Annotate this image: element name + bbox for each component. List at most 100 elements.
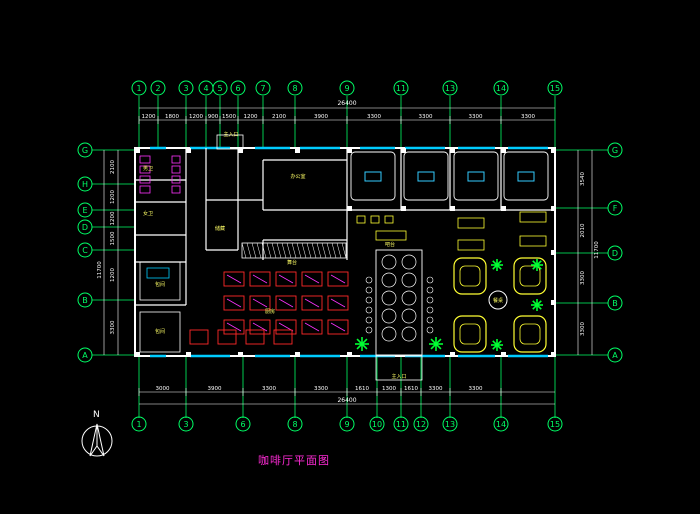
counter-hatch bbox=[296, 242, 302, 259]
stool bbox=[426, 316, 434, 324]
grid-bubble-bottom bbox=[339, 416, 355, 432]
structural-column bbox=[450, 206, 455, 211]
grid-bubble-left bbox=[77, 347, 93, 363]
dim-left: 1200 bbox=[110, 211, 116, 225]
counter-hatch bbox=[311, 242, 317, 259]
table-mark bbox=[304, 274, 320, 284]
lounge-cushion bbox=[459, 265, 481, 287]
center-bar bbox=[375, 249, 423, 356]
grid-bubble-right bbox=[607, 200, 623, 216]
grid-label-bottom: 14 bbox=[496, 420, 506, 429]
lounge-cushion bbox=[519, 323, 541, 345]
table-mark bbox=[278, 298, 294, 308]
grid-label-bottom: 9 bbox=[344, 420, 349, 429]
counter-hatch bbox=[336, 242, 342, 259]
toilet-fixture bbox=[139, 165, 151, 174]
grid-label-bottom: 15 bbox=[550, 420, 560, 429]
dining-table bbox=[223, 295, 245, 311]
table-mark bbox=[304, 298, 320, 308]
dining-table bbox=[273, 329, 293, 345]
plant-icon bbox=[491, 339, 503, 351]
grid-bubble-top bbox=[393, 80, 409, 96]
grid-label-left: D bbox=[82, 223, 88, 232]
booth-table bbox=[364, 171, 382, 182]
counter-hatch bbox=[291, 242, 297, 259]
grid-label-bottom: 13 bbox=[445, 420, 455, 429]
booth bbox=[403, 151, 449, 201]
room-label-center_table: 餐桌 bbox=[493, 297, 503, 304]
structural-column bbox=[551, 148, 556, 153]
dim-right: 3300 bbox=[580, 271, 586, 285]
grid-bubble-bottom bbox=[369, 416, 385, 432]
structural-column bbox=[551, 250, 556, 255]
chair bbox=[384, 215, 394, 224]
bottom-entrance bbox=[375, 355, 423, 381]
booth bbox=[453, 151, 499, 201]
counter-hatch bbox=[321, 242, 327, 259]
grid-label-right: B bbox=[612, 299, 618, 308]
grid-bubble-top bbox=[442, 80, 458, 96]
plant-leaf bbox=[361, 338, 368, 345]
dim-bottom: 1610 bbox=[355, 386, 369, 392]
lounge-sofa bbox=[513, 257, 547, 295]
bar-seat bbox=[401, 290, 417, 306]
plant-leaf bbox=[496, 260, 502, 266]
grid-label-left: H bbox=[82, 180, 88, 189]
grid-bubble-bottom bbox=[547, 416, 563, 432]
dining-table bbox=[301, 319, 323, 335]
stool bbox=[426, 276, 434, 284]
structural-column bbox=[347, 352, 352, 357]
bar-stools bbox=[375, 230, 407, 241]
table-set bbox=[457, 239, 485, 251]
counter-hatch bbox=[276, 242, 282, 259]
dim-right: 3540 bbox=[580, 172, 586, 186]
dim-top: 3300 bbox=[469, 114, 483, 120]
lounge-sofa bbox=[513, 315, 547, 353]
chair bbox=[356, 215, 366, 224]
dim-bottom: 3900 bbox=[208, 386, 222, 392]
grid-label-right: D bbox=[612, 249, 618, 258]
dim-left-total: 11700 bbox=[97, 261, 103, 279]
dim-left: 3300 bbox=[110, 320, 116, 334]
counter-hatch bbox=[316, 242, 322, 259]
grid-bubble-top bbox=[255, 80, 271, 96]
lounge-room bbox=[139, 311, 181, 353]
booth bbox=[503, 151, 549, 201]
counter-hatch bbox=[256, 242, 262, 259]
plant-leaf bbox=[496, 340, 502, 346]
booth bbox=[350, 151, 396, 201]
grid-label-top: 2 bbox=[155, 84, 160, 93]
grid-label-top: 15 bbox=[550, 84, 560, 93]
grid-label-top: 14 bbox=[496, 84, 506, 93]
booth-table bbox=[467, 171, 485, 182]
room-label-wc_f: 女卫 bbox=[143, 210, 153, 217]
grid-bubble-bottom bbox=[131, 416, 147, 432]
stool bbox=[365, 326, 373, 334]
top-entrance bbox=[216, 134, 244, 150]
table-set bbox=[457, 217, 485, 229]
plant-icon bbox=[429, 337, 443, 351]
dining-table bbox=[327, 271, 349, 287]
table-set bbox=[519, 211, 547, 223]
table-mark bbox=[330, 298, 346, 308]
dim-bottom: 3300 bbox=[429, 386, 443, 392]
toilet-fixture bbox=[139, 185, 151, 194]
structural-column bbox=[238, 148, 243, 153]
grid-bubble-top bbox=[178, 80, 194, 96]
dim-top: 900 bbox=[208, 114, 219, 120]
room-label-bar: 吧台 bbox=[385, 241, 395, 248]
stool bbox=[426, 296, 434, 304]
table-mark bbox=[226, 322, 242, 332]
room-label-entrance_top: 主入口 bbox=[223, 131, 238, 138]
plant-icon bbox=[355, 337, 369, 351]
dining-table bbox=[245, 329, 265, 345]
dining-table bbox=[275, 271, 297, 287]
counter-hatch bbox=[286, 242, 292, 259]
room-label-stage: 舞台 bbox=[287, 259, 297, 266]
grid-bubble-bottom bbox=[393, 416, 409, 432]
lounge-cushion bbox=[519, 265, 541, 287]
structural-column bbox=[401, 206, 406, 211]
